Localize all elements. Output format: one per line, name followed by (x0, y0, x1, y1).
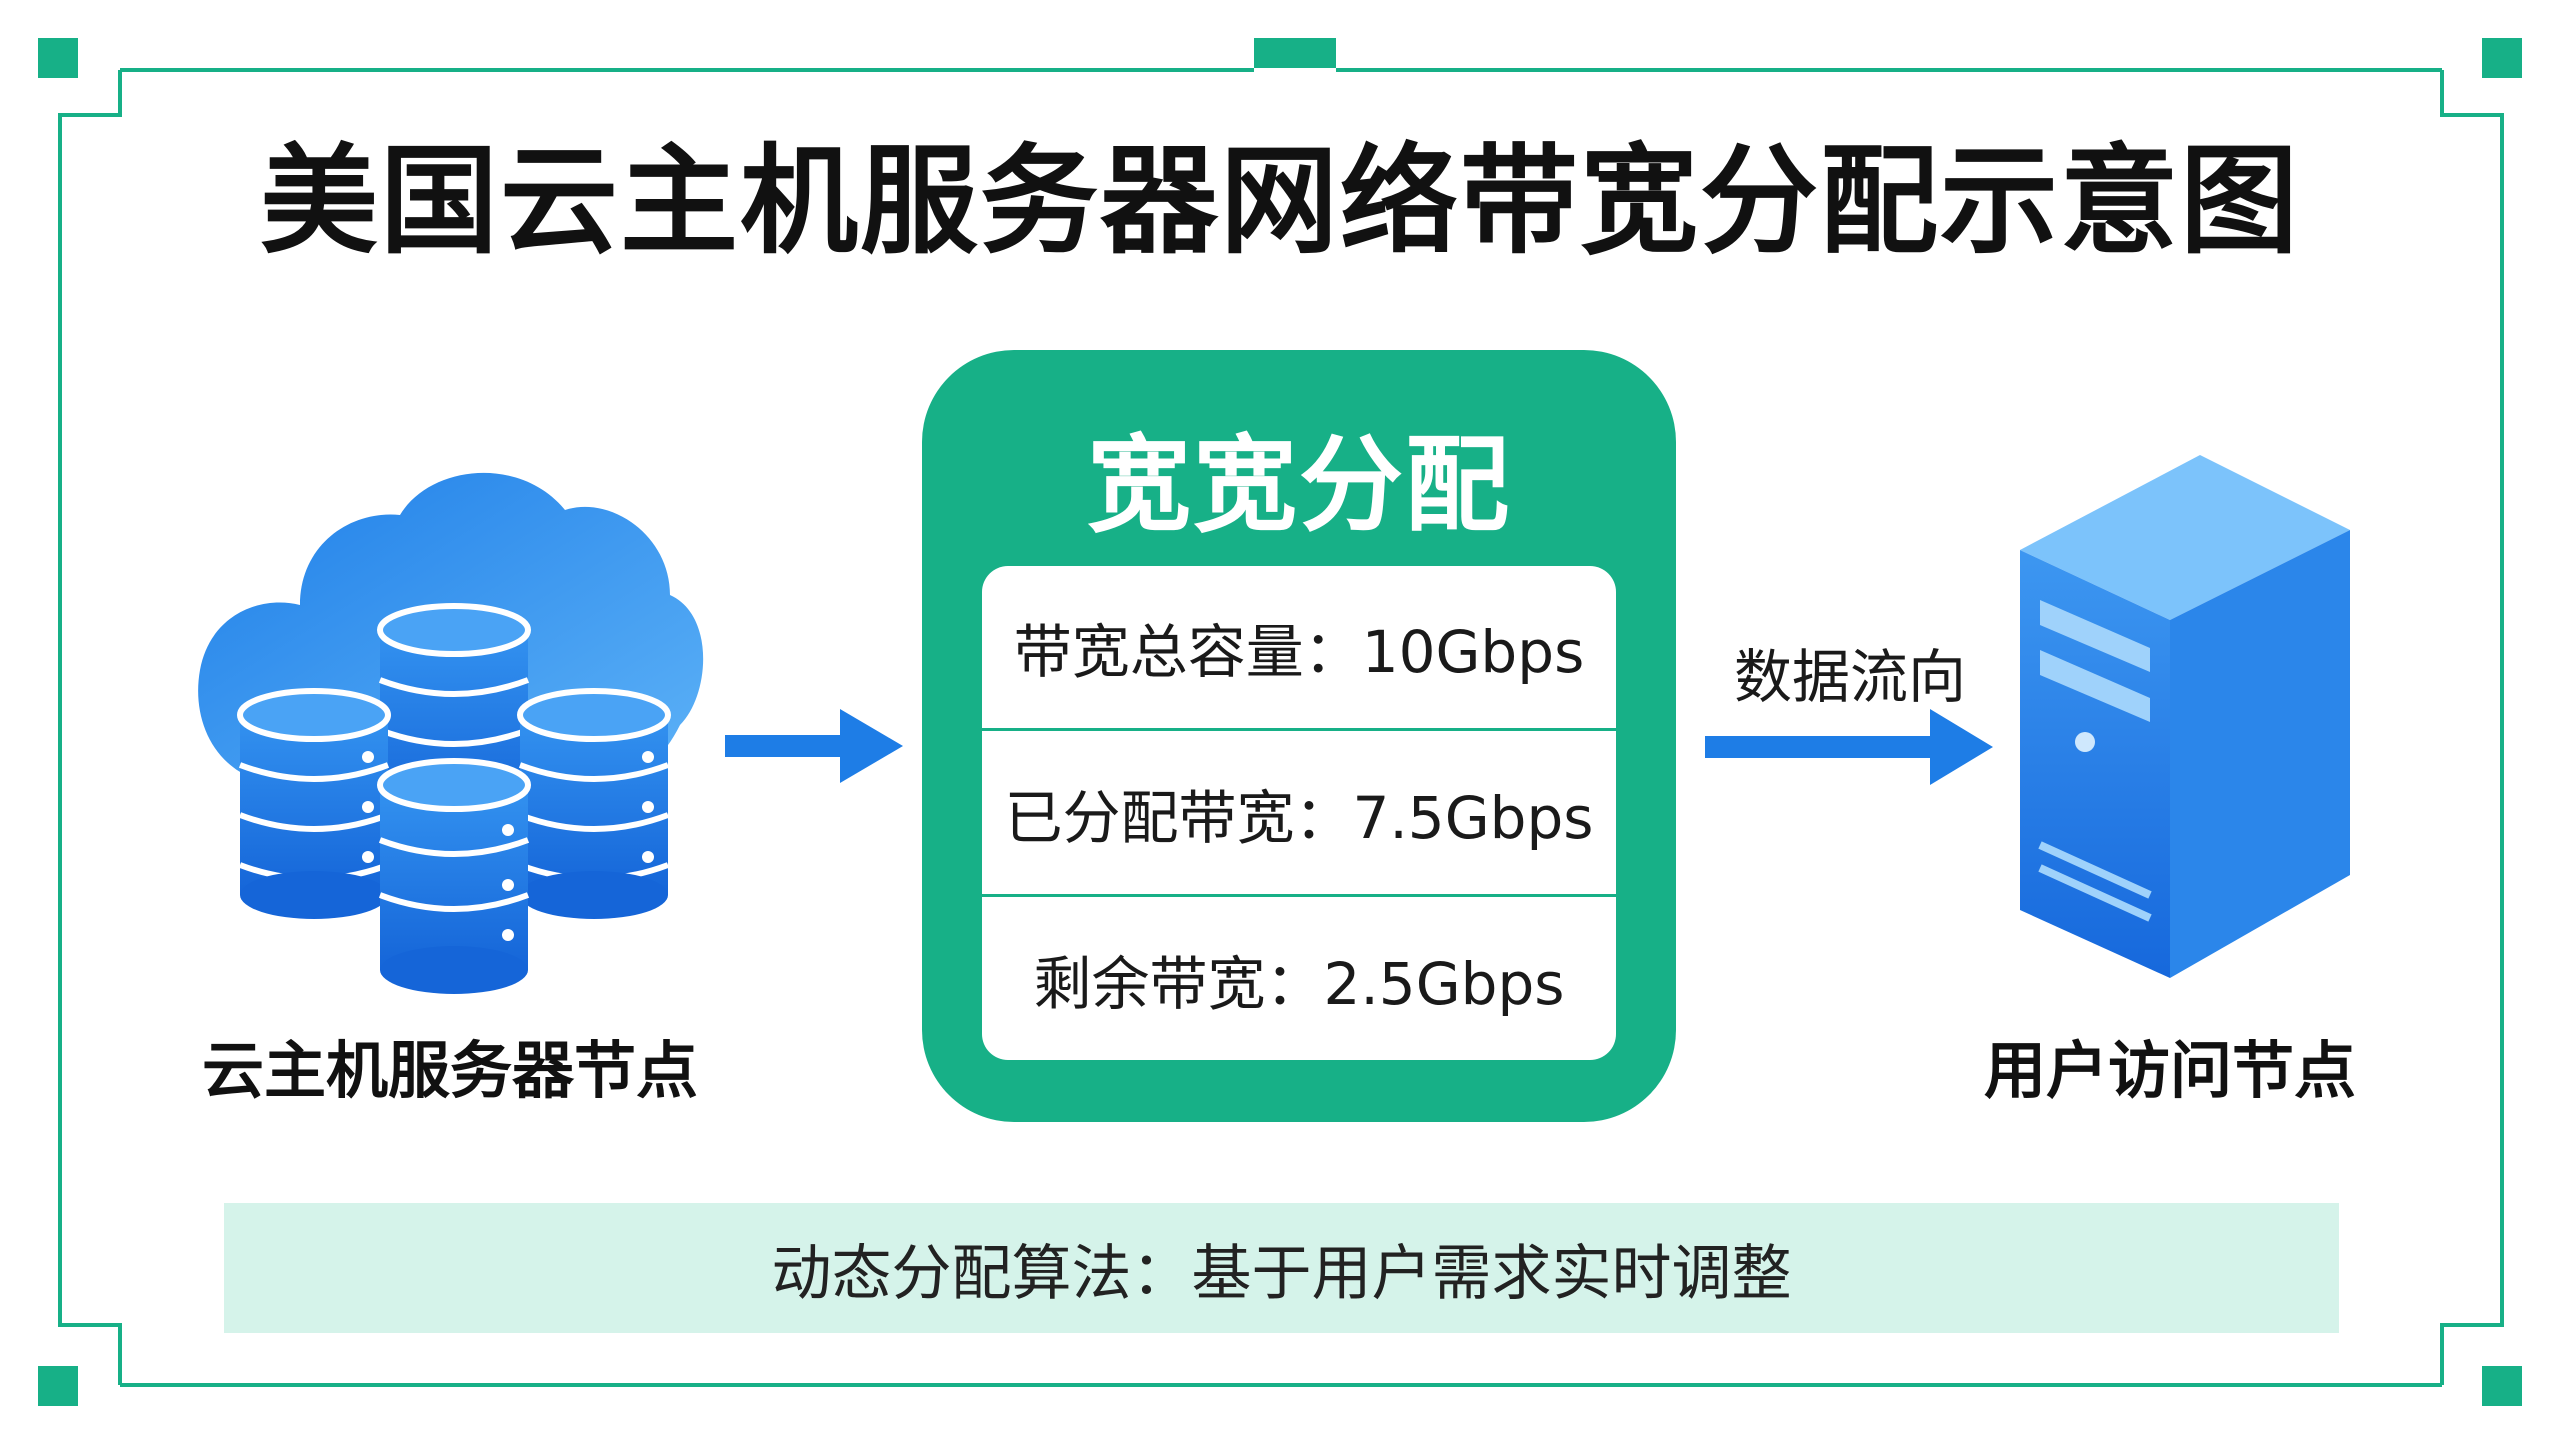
corner-square-bl (38, 1366, 78, 1406)
footer-banner: 动态分配算法：基于用户需求实时调整 (224, 1203, 2339, 1333)
right-node-label: 用户访问节点 (1983, 1034, 2356, 1107)
corner-square-tr (2482, 38, 2522, 78)
row-total-capacity: 带宽总容量：10Gbps (1013, 618, 1585, 686)
arrow-right-icon (1705, 709, 1993, 785)
left-node-label: 云主机服务器节点 (201, 1034, 698, 1107)
corner-square-tl (38, 38, 78, 78)
flow-label: 数据流向 (1733, 643, 1966, 711)
cloud-database-icon (198, 472, 704, 994)
row-divider (982, 728, 1616, 731)
bandwidth-rows: 带宽总容量：10Gbps 已分配带宽：7.5Gbps 剩余带宽：2.5Gbps (982, 566, 1616, 1060)
row-divider (982, 894, 1616, 897)
server-tower-icon (2020, 455, 2350, 978)
panel-title: 宽宽分配 (1086, 424, 1511, 546)
top-center-tab (1254, 38, 1336, 68)
footer-text: 动态分配算法：基于用户需求实时调整 (771, 1238, 1792, 1309)
corner-square-br (2482, 1366, 2522, 1406)
row-remaining: 剩余带宽：2.5Gbps (1033, 950, 1565, 1018)
page-title: 美国云主机服务器网络带宽分配示意图 (259, 132, 2300, 270)
bandwidth-panel: 宽宽分配 带宽总容量：10Gbps 已分配带宽：7.5Gbps 剩余带宽：2.5… (922, 350, 1676, 1122)
row-allocated: 已分配带宽：7.5Gbps (1004, 784, 1594, 852)
arrow-right-icon (725, 709, 903, 783)
